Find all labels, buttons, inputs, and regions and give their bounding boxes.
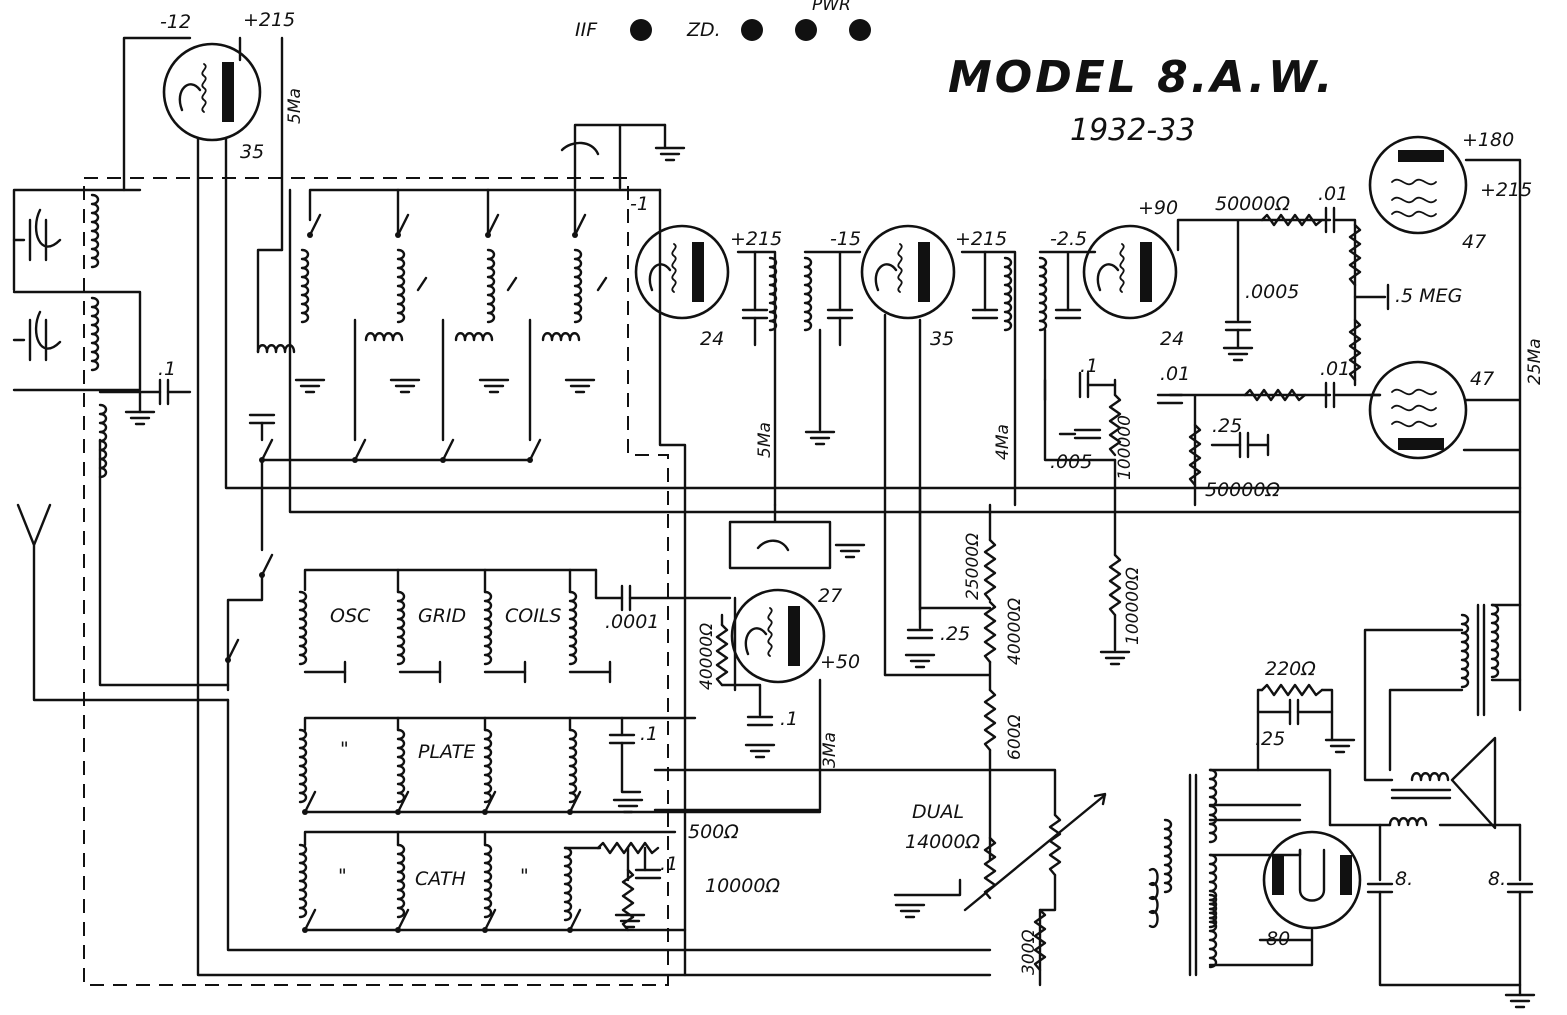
if-transformer-2 (971, 250, 1097, 402)
cap-label-8-b: 8. (1488, 868, 1506, 890)
cap-label-8-a: 8. (1395, 868, 1413, 890)
res-label-40000-a: 40000Ω (1005, 598, 1025, 665)
tube-label-47-upper: 47 (1462, 231, 1486, 253)
pilot-dot-if (630, 19, 652, 41)
tube-47-lower (1368, 360, 1468, 460)
power-transformer (1148, 768, 1332, 977)
voltage-215-out: +215 (1480, 179, 1532, 201)
res-label-500: 500Ω (688, 821, 739, 843)
pilot-dot-zd (741, 19, 763, 41)
tube-label-24-first: 24 (700, 328, 724, 350)
cap-label-0005: .0005 (1245, 281, 1299, 303)
res-label-100000-a: 100000 (1115, 415, 1135, 480)
res-label-14000: 14000Ω (905, 831, 980, 853)
current-3ma: 3Ma (820, 732, 840, 768)
tube-80-rectifier (1262, 830, 1362, 930)
res-label-50000-top: 50000Ω (1215, 193, 1290, 215)
cap-label-01-mid: .01 (1320, 358, 1350, 380)
res-label-50000-low: 50000Ω (1205, 479, 1280, 501)
current-4ma: 4Ma (993, 424, 1013, 460)
voltage-215-if1: +215 (730, 228, 782, 250)
tube-label-35-rf: 35 (240, 141, 264, 163)
model-year: 1932-33 (1070, 113, 1195, 148)
tube-27-oscillator (730, 588, 826, 684)
coil-label-ditto-plate: " (340, 738, 349, 760)
tuning-capacitor-top (560, 123, 686, 190)
dual-volume-control (653, 768, 1107, 987)
model-title: MODEL 8.A.W. (948, 52, 1335, 103)
output-transformer (1363, 603, 1522, 782)
bandswitch-top (256, 188, 608, 465)
voltage-180: +180 (1462, 129, 1514, 151)
osc-coil-bank (298, 568, 822, 935)
pilot-label-pwr: PWR (812, 0, 851, 15)
voltage-minus-1: -1 (630, 193, 649, 215)
tube-label-47-lower: 47 (1470, 368, 1494, 390)
current-5ma-if: 5Ma (755, 422, 775, 458)
cap-label-1-27: .1 (780, 708, 798, 730)
res-label-100000-b: 100000Ω (1123, 567, 1143, 645)
cap-label-01-left: .01 (1160, 363, 1190, 385)
cap-label-005: .005 (1050, 451, 1092, 473)
antenna-coils (12, 188, 192, 479)
cap-label-0001: .0001 (605, 611, 659, 633)
coil-label-plate: PLATE (418, 741, 475, 763)
tube-24-detector (1082, 224, 1178, 320)
tube-24-first (634, 224, 730, 320)
res-label-5meg: .5 MEG (1395, 285, 1462, 307)
res-label-220: 220Ω (1265, 658, 1316, 680)
voltage-215-if2: +215 (955, 228, 1007, 250)
pilot-label-zd: ZD. (686, 19, 721, 41)
voltage-50: +50 (820, 651, 860, 673)
cap-label-25-a: .25 (1212, 415, 1242, 437)
res-label-25000: 25000Ω (963, 533, 983, 600)
voltage-215-rf: +215 (243, 9, 295, 31)
tube-label-24-detector: 24 (1160, 328, 1184, 350)
current-25ma: 25Ma (1525, 338, 1545, 385)
cap-label-01-top: .01 (1318, 183, 1348, 205)
tube-35-rf (162, 42, 262, 142)
if-transformer-1 (741, 250, 862, 446)
dual-label: DUAL (912, 801, 964, 823)
coil-label-coils: COILS (505, 605, 561, 627)
pilot-dot-pwr-a (795, 19, 817, 41)
cap-label-1-cath: .1 (660, 853, 678, 875)
cap-label-1-plate: .1 (640, 723, 658, 745)
voltage-minus-2-5: -2.5 (1050, 228, 1087, 250)
res-label-10000: 10000Ω (705, 875, 780, 897)
voltage-90: +90 (1138, 197, 1178, 219)
cap-label-25-c: .25 (1255, 728, 1285, 750)
antenna-symbol (16, 503, 230, 702)
cap-label-1-mid: .1 (1080, 355, 1098, 377)
speaker (1328, 736, 1522, 830)
tube-label-35-if: 35 (930, 328, 954, 350)
pilot-dot-pwr-b (849, 19, 871, 41)
filter-caps (1366, 823, 1536, 1009)
coil-label-ditto-cath-b: " (520, 865, 529, 887)
coil-label-ditto-cath-a: " (338, 865, 347, 887)
shield-outline-rf (83, 177, 669, 986)
res-label-600: 600Ω (1005, 715, 1025, 760)
current-5ma-rf: 5Ma (285, 88, 305, 124)
res-label-40000-b: 40000Ω (697, 623, 717, 690)
tube-label-27: 27 (818, 585, 842, 607)
res-label-300: 300Ω (1019, 930, 1039, 975)
voltage-minus-15: -15 (830, 228, 861, 250)
coil-label-cath: CATH (415, 868, 466, 890)
coil-label-osc: OSC (330, 605, 371, 627)
detector-network (1043, 206, 1390, 507)
coil-label-grid: GRID (418, 605, 466, 627)
cap-label-25-b: .25 (940, 623, 970, 645)
cap-label-01-ant: .1 (158, 358, 176, 380)
pilot-label-if: IIF (575, 19, 598, 41)
bias-network (1256, 683, 1356, 772)
tube-35-if (860, 224, 956, 320)
voltage-minus-12: -12 (160, 11, 191, 33)
tube-47-upper (1368, 135, 1468, 235)
